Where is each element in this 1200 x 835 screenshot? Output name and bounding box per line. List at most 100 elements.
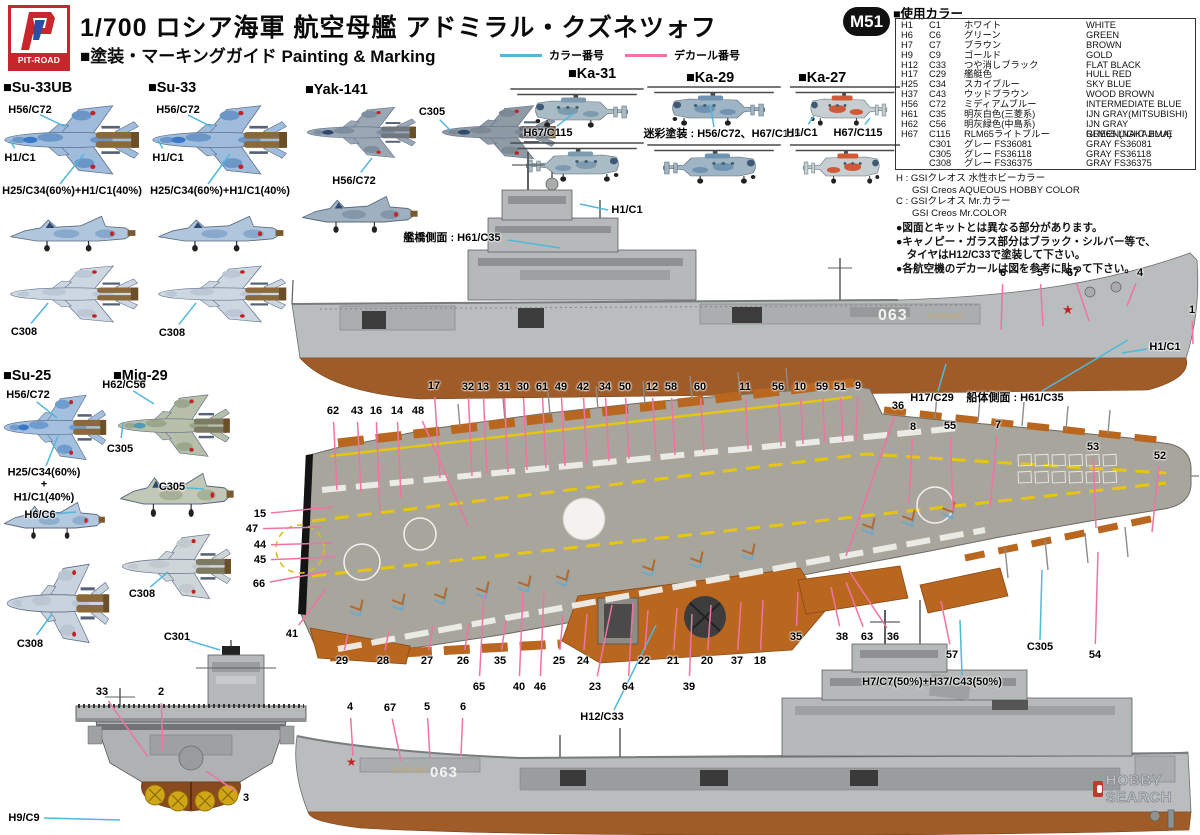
pit-road-logo-text: PIT-ROAD — [11, 53, 67, 68]
decal-number-label: 2 — [157, 685, 165, 698]
decal-number-label: 29 — [335, 654, 349, 667]
star-decal-upper: ★ — [1062, 302, 1074, 317]
decal-number-label: 20 — [700, 654, 714, 667]
color-chart-cell: H1 — [901, 20, 913, 30]
color-chart-cell: H62 — [901, 118, 919, 129]
ship-name-decal-lower: КУЗНЕЦОВ — [392, 767, 427, 774]
paint-code-label: H56/C72 — [6, 388, 50, 401]
color-chart-cell: 明灰白色(三菱系) — [964, 109, 1036, 120]
color-chart-cell: C43 — [929, 89, 947, 100]
deck-marking-square — [1034, 453, 1050, 467]
color-chart-cell: H56 — [901, 99, 919, 110]
deck-tiedown-mark — [433, 587, 448, 606]
decal-number-label: 45 — [253, 553, 267, 566]
decal-number-label: 6 — [999, 266, 1007, 279]
color-number-line-swatch — [500, 53, 542, 57]
color-chart-title: ■使用カラー — [893, 7, 964, 21]
color-chart-cell: ウッドブラウン — [964, 89, 1030, 100]
color-chart-cell: H61 — [901, 109, 919, 120]
deck-tiedown-mark — [689, 551, 704, 570]
color-chart-cell: グリーン — [964, 29, 1001, 40]
paint-code-label: C308 — [16, 637, 44, 650]
section-header: ■Ka-29 — [686, 70, 735, 86]
decal-number-label: 54 — [1088, 648, 1102, 661]
decal-number-label: 39 — [682, 680, 696, 693]
color-chart-cell: H25 — [901, 79, 919, 90]
deck-tiedown-mark — [901, 509, 916, 528]
paint-code-label: H9/C9 — [8, 811, 40, 824]
color-chart-cell: WOOD BROWN — [1086, 89, 1155, 100]
color-chart-cell: FLAT BLACK — [1086, 59, 1141, 70]
paint-code-label: H56/C72 — [156, 103, 200, 116]
decal-number-label: 12 — [645, 380, 659, 393]
decal-number-label: 46 — [533, 680, 547, 693]
color-chart-cell: C29 — [929, 69, 947, 80]
color-chart-cell: INTERMEDIATE BLUE — [1086, 99, 1182, 110]
color-chart-cell: 艦艇色 — [964, 69, 992, 80]
section-header: ■Mig-29 — [113, 368, 168, 384]
decal-number-label: 18 — [753, 654, 767, 667]
color-chart-cell: GRAY FS36375 — [1086, 158, 1152, 169]
paint-code-label: C305 — [158, 480, 186, 493]
paint-code-label: C305 — [1026, 640, 1054, 653]
color-chart-cell: H6 — [901, 29, 913, 40]
color-chart-cell: C34 — [929, 79, 947, 90]
decal-number-label: 11 — [739, 380, 751, 393]
page-title: 1/700 ロシア海軍 航空母艦 アドミラル・クズネツォフ — [80, 14, 717, 42]
guide-notes: ●図面とキットとは異なる部分があります。●キャノピー・ガラス部分はブラック・シル… — [896, 222, 1156, 276]
guide-note-line: タイヤはH12/C33で塗装して下さい。 — [896, 249, 1086, 262]
color-chart-cell: WHITE — [1086, 20, 1116, 30]
hobby-search-icon — [1093, 781, 1103, 797]
color-chart-cell: C1 — [929, 20, 941, 30]
paint-code-label: H25/C34(60%)+H1/C1(40%) — [2, 184, 142, 197]
decal-number-label: 57 — [945, 648, 959, 661]
su33-views — [152, 105, 288, 323]
deck-marking-square — [1051, 470, 1067, 484]
paint-code-label: H1/C1 — [786, 126, 818, 139]
watermark-text: HOBBY SEARCH — [1105, 772, 1172, 807]
subtitle-jp: ■塗装・マーキングガイド — [80, 47, 277, 66]
decal-number-label: 7 — [994, 418, 1002, 431]
deck-marking-square — [1102, 470, 1118, 484]
color-chart-cell: H17 — [901, 69, 919, 80]
color-chart-cell: C72 — [929, 99, 947, 110]
paint-code-label: H17/C29 — [910, 391, 954, 404]
color-chart-cell: C7 — [929, 39, 941, 50]
decal-number-label: 36 — [886, 630, 900, 643]
color-chart-cell: ゴールド — [964, 49, 1002, 60]
color-chart-cell: IJN GRAY GREEN(NAKAJIMA) — [1086, 118, 1172, 139]
color-chart-cell: 明灰緑色(中島系) — [964, 118, 1036, 129]
paint-code-label: H1/C1 — [1149, 340, 1181, 353]
color-chart-cell: ブラウン — [964, 39, 1002, 50]
paint-code-label: 迷彩塗装 : H56/C72、H67/C115 — [643, 127, 801, 140]
color-chart-cell: GREEN — [1086, 29, 1120, 40]
su33ub-views — [4, 105, 140, 323]
ship-stern-view — [75, 640, 307, 812]
color-chart-row: H62 C56 明灰緑色(中島系) IJN GRAY GREEN(NAKAJIMA) — [901, 118, 1195, 139]
decal-number-label: 10 — [793, 380, 807, 393]
color-chart-cell: グレー FS36081 — [964, 138, 1033, 149]
color-chart-cell: グレー FS36118 — [964, 148, 1032, 159]
section-header: ■Su-33 — [148, 80, 197, 96]
paint-code-label: H25/C34(60%) + H1/C1(40%) — [7, 466, 81, 504]
decal-number-label: 35 — [493, 654, 507, 667]
guide-note-line: ●各航空機のデカールは図を参考に貼って下さい。 — [896, 262, 1135, 275]
decal-number-label: 67 — [1066, 266, 1080, 279]
paint-code-label: H67/C115 — [523, 126, 573, 139]
deck-marking-square — [1068, 470, 1084, 484]
paint-code-label: C308 — [10, 325, 38, 338]
decal-number-label: 5 — [1036, 266, 1044, 279]
color-chart-cell: C56 — [929, 118, 947, 129]
color-chart-cell: C301 — [929, 138, 952, 149]
section-header: ■Su-25 — [3, 368, 52, 384]
decal-number-label: 49 — [554, 380, 568, 393]
paint-code-label: H1/C1 — [152, 151, 184, 164]
decal-number-label: 56 — [771, 380, 785, 393]
color-chart-cell: H7 — [901, 39, 913, 50]
deck-tiedown-mark — [741, 543, 756, 562]
